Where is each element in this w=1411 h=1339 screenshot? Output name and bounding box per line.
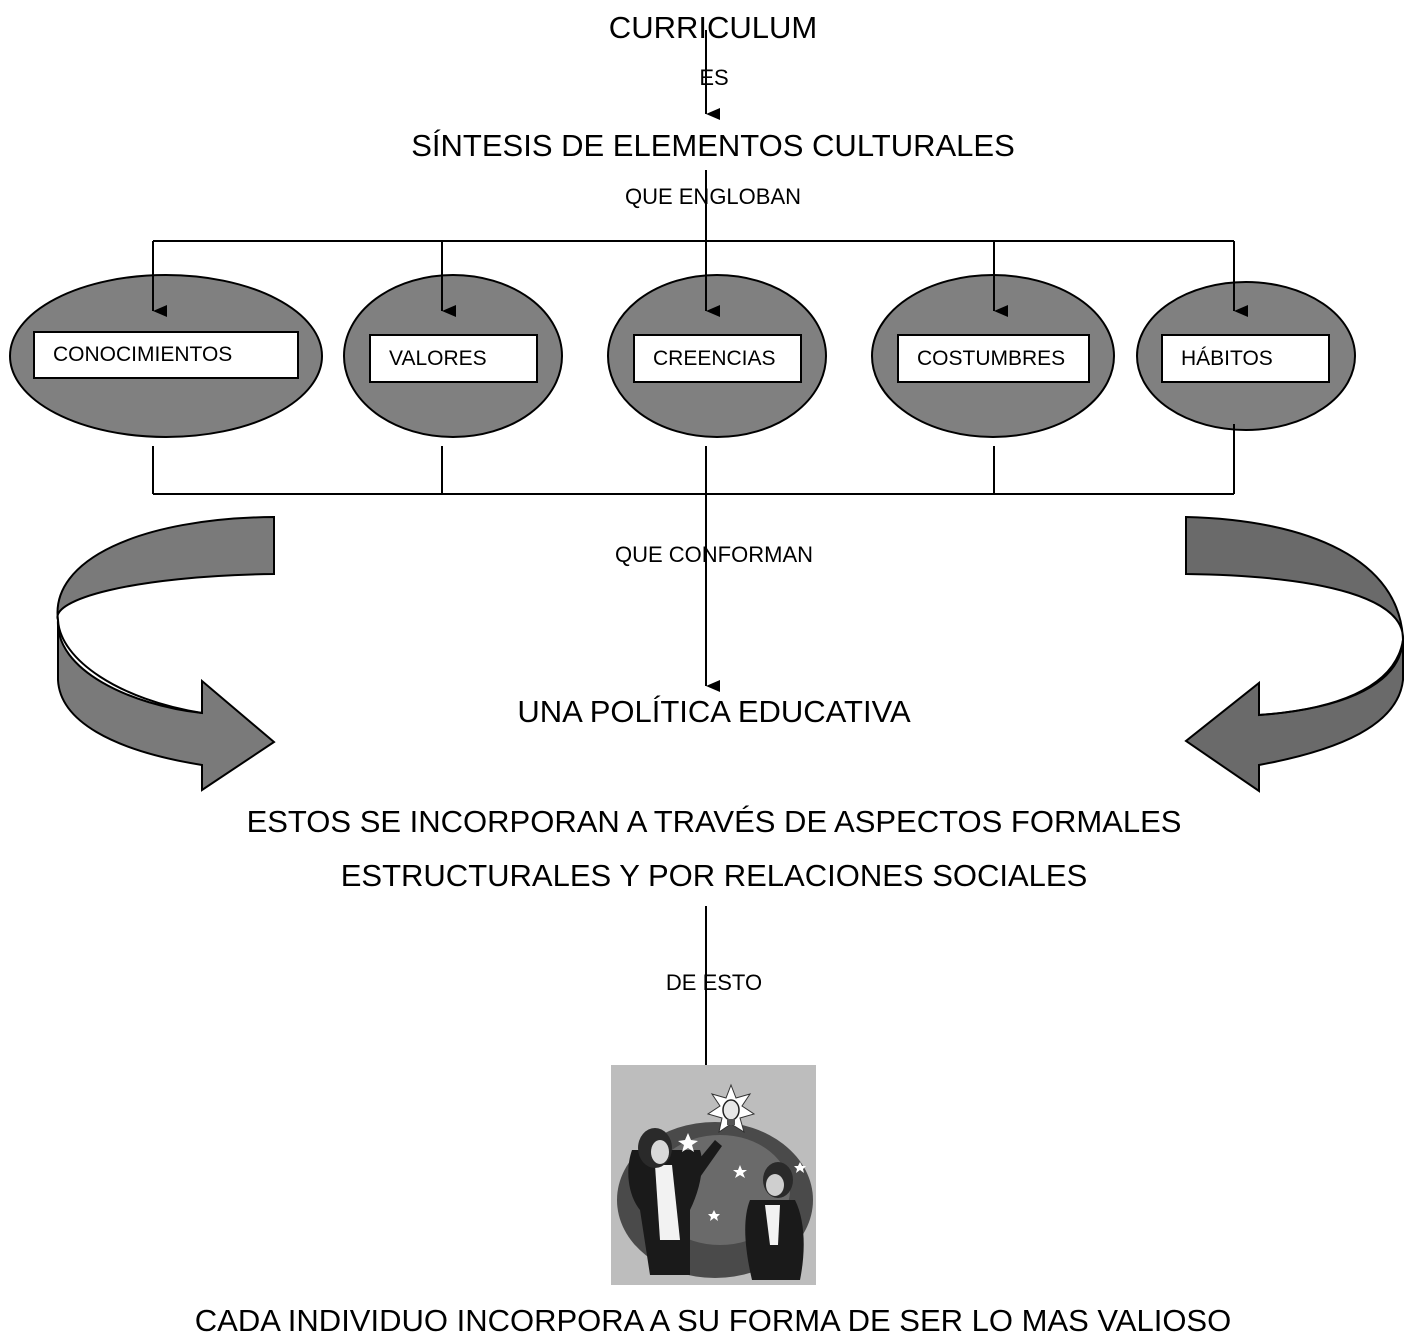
- element-conocimientos: CONOCIMIENTOS: [33, 331, 299, 379]
- left-curved-arrow: [56, 515, 276, 792]
- connector-es: ES: [699, 65, 729, 90]
- title-curriculum: CURRICULUM: [608, 10, 818, 45]
- policy-heading: UNA POLÍTICA EDUCATIVA: [517, 694, 911, 729]
- connector-que-conforman: QUE CONFORMAN: [615, 542, 813, 567]
- element-valores: VALORES: [369, 334, 538, 383]
- connector-de-esto: DE ESTO: [665, 970, 763, 995]
- conclusion-text: CADA INDIVIDUO INCORPORA A SU FORMA DE S…: [194, 1303, 1232, 1338]
- business-people-idea-clipart: [611, 1065, 816, 1285]
- connector-que-engloban: QUE ENGLOBAN: [624, 184, 802, 209]
- incorporation-line-2: ESTRUCTURALES Y POR RELACIONES SOCIALES: [340, 858, 1088, 893]
- element-creencias: CREENCIAS: [633, 334, 802, 383]
- right-curved-arrow: [1184, 515, 1405, 793]
- synthesis-heading: SÍNTESIS DE ELEMENTOS CULTURALES: [411, 128, 1015, 163]
- element-habitos: HÁBITOS: [1161, 334, 1330, 383]
- element-costumbres: COSTUMBRES: [897, 334, 1090, 383]
- incorporation-line-1: ESTOS SE INCORPORAN A TRAVÉS DE ASPECTOS…: [246, 804, 1182, 839]
